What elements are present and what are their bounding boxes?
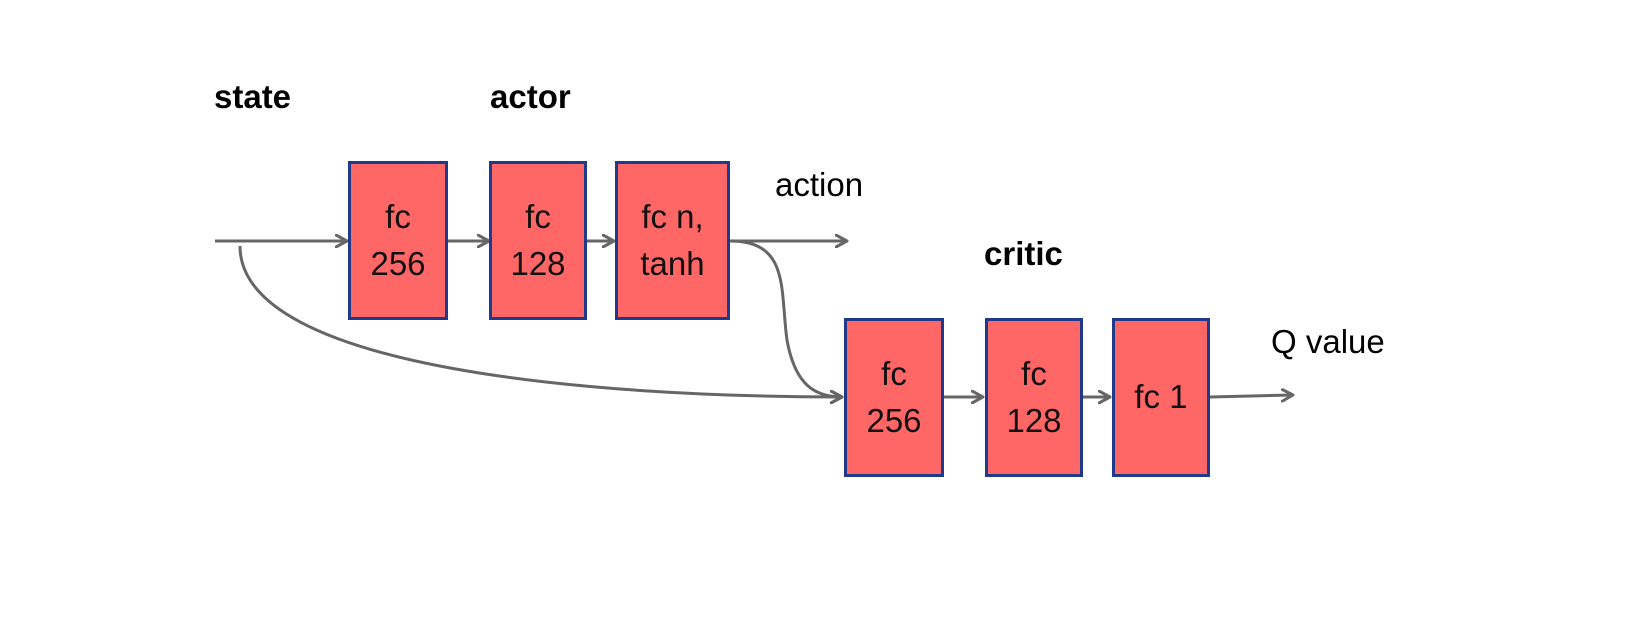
layer-line2: 128 bbox=[1006, 401, 1062, 439]
layer-line2: 128 bbox=[510, 244, 566, 282]
layer-line1: fc bbox=[881, 354, 907, 392]
critic-heading: critic bbox=[984, 235, 1063, 272]
critic-layer-fc256: fc 256 bbox=[844, 318, 944, 477]
layer-line1: fc bbox=[1021, 354, 1047, 392]
critic-layer-fc1: fc 1 bbox=[1112, 318, 1210, 477]
state-heading: state bbox=[214, 78, 292, 115]
arrow-critic-to-q-value bbox=[1209, 395, 1293, 397]
arrow-action-to-critic bbox=[729, 239, 842, 397]
q-value-label: Q value bbox=[1271, 323, 1385, 360]
action-label: action bbox=[775, 166, 864, 203]
layer-line2: 256 bbox=[866, 401, 922, 439]
layer-line2: tanh bbox=[640, 244, 705, 282]
actor-layer-fcn-tanh: fc n, tanh bbox=[615, 161, 730, 320]
layer-line1: fc bbox=[385, 197, 411, 235]
layer-line1: fc bbox=[525, 197, 551, 235]
arrow-state-to-critic bbox=[238, 245, 842, 397]
layer-line1: fc 1 bbox=[1134, 378, 1188, 416]
actor-heading: actor bbox=[490, 78, 571, 115]
layer-line2: 256 bbox=[370, 244, 426, 282]
actor-layer-fc256: fc 256 bbox=[348, 161, 448, 320]
critic-layer-fc128: fc 128 bbox=[985, 318, 1083, 477]
actor-layer-fc128: fc 128 bbox=[489, 161, 587, 320]
layer-line1: fc n, bbox=[641, 197, 704, 235]
